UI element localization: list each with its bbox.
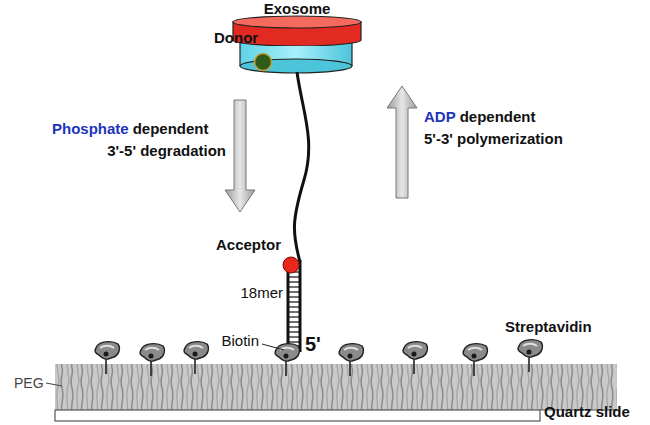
label-text: Streptavidin — [505, 318, 592, 335]
label-text: 18mer — [240, 284, 283, 301]
label-text: Acceptor — [216, 236, 281, 253]
peg-leader — [46, 383, 62, 386]
label-text: Donor — [214, 29, 258, 46]
quartz-slide — [55, 410, 540, 421]
label-text: Phosphate — [52, 120, 129, 137]
exosome-core — [240, 42, 352, 73]
label-text: Quartz slide — [544, 403, 630, 420]
label-text: 5' — [305, 333, 321, 356]
label-text: 3'-5' degradation — [107, 142, 226, 159]
peg-layer — [55, 364, 617, 410]
up-arrow — [387, 86, 417, 198]
donor-dye — [255, 54, 272, 71]
label-text: Biotin — [221, 332, 259, 349]
acceptor-dye — [283, 257, 299, 273]
node-title: Exosome — [232, 0, 362, 17]
down-arrow — [225, 100, 255, 212]
label-text: dependent — [133, 120, 209, 137]
label-text: PEG — [14, 375, 44, 391]
duplex-18mer — [288, 260, 300, 352]
biotin-leader — [262, 344, 284, 350]
rna-strand — [294, 72, 308, 262]
label-text: ADP — [424, 108, 456, 125]
label-text: 5'-3' polymerization — [424, 130, 563, 147]
label-text: dependent — [460, 108, 536, 125]
